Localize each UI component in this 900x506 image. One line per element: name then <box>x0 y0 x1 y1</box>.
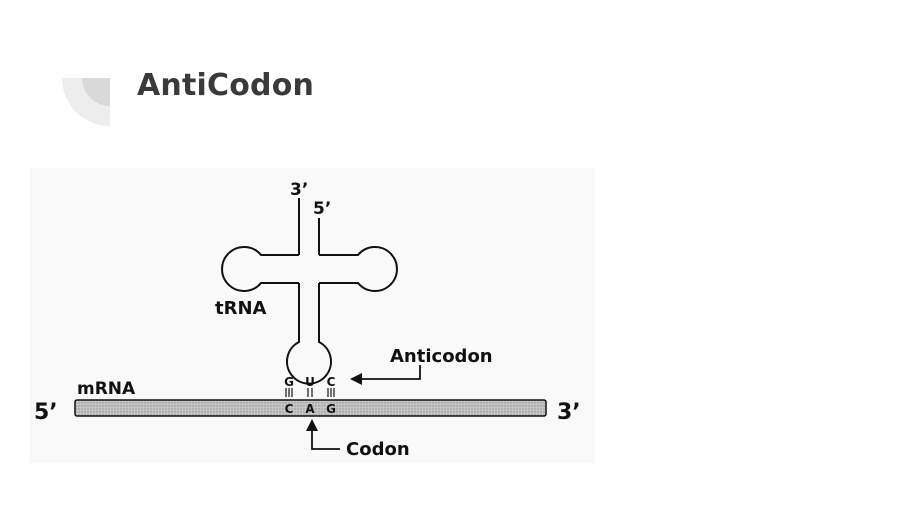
trna-mrna-diagram: 3’ 5’ tRNA G U C mRNA 5’ 3’ <box>30 168 595 463</box>
anticodon-base-2: U <box>305 375 315 389</box>
trna-3prime-label: 3’ <box>290 180 308 200</box>
anticodon-arrow <box>350 365 421 385</box>
trna-label: tRNA <box>215 298 267 319</box>
slide-title: AntiCodon <box>137 68 315 103</box>
trna-structure <box>221 198 398 385</box>
anticodon-base-1: G <box>284 375 294 389</box>
codon-base-3: G <box>326 402 336 416</box>
trna-5prime-label: 5’ <box>313 199 331 219</box>
base-pair-bonds <box>285 388 335 397</box>
anticodon-base-3: C <box>327 375 336 389</box>
anticodon-label: Anticodon <box>390 346 493 367</box>
mrna-label: mRNA <box>77 379 136 399</box>
codon-base-1: C <box>285 402 294 416</box>
codon-arrow <box>306 419 340 450</box>
codon-base-2: A <box>305 402 315 416</box>
mrna-5prime-label: 5’ <box>34 400 58 425</box>
corner-decoration <box>62 78 110 126</box>
codon-label: Codon <box>346 439 410 460</box>
mrna-3prime-label: 3’ <box>557 400 581 425</box>
mrna-strand <box>74 399 547 417</box>
